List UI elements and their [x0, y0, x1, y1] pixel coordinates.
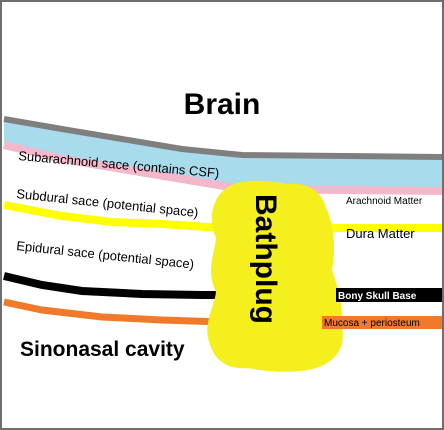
pia-mater-line — [3, 116, 442, 160]
epidural-label: Epidural sace (potential space) — [16, 238, 195, 272]
bony-skull-base-label-bg — [336, 288, 442, 302]
subarachnoid-space-band — [4, 120, 442, 188]
arachnoid-matter-label: Arachnoid Matter — [346, 196, 423, 207]
brain-title: Brain — [184, 88, 261, 121]
mucosa-label: Mucosa + periosteum — [324, 318, 420, 329]
bathplug-graft — [207, 180, 343, 372]
mucosa-label-bg — [322, 316, 442, 329]
dura-matter-label: Dura Matter — [346, 226, 415, 241]
sinonasal-cavity-label: Sinonasal cavity — [20, 338, 185, 361]
bathplug-label: Bathplug — [249, 194, 282, 324]
bony-skull-base-label: Bony Skull Base — [338, 291, 417, 302]
